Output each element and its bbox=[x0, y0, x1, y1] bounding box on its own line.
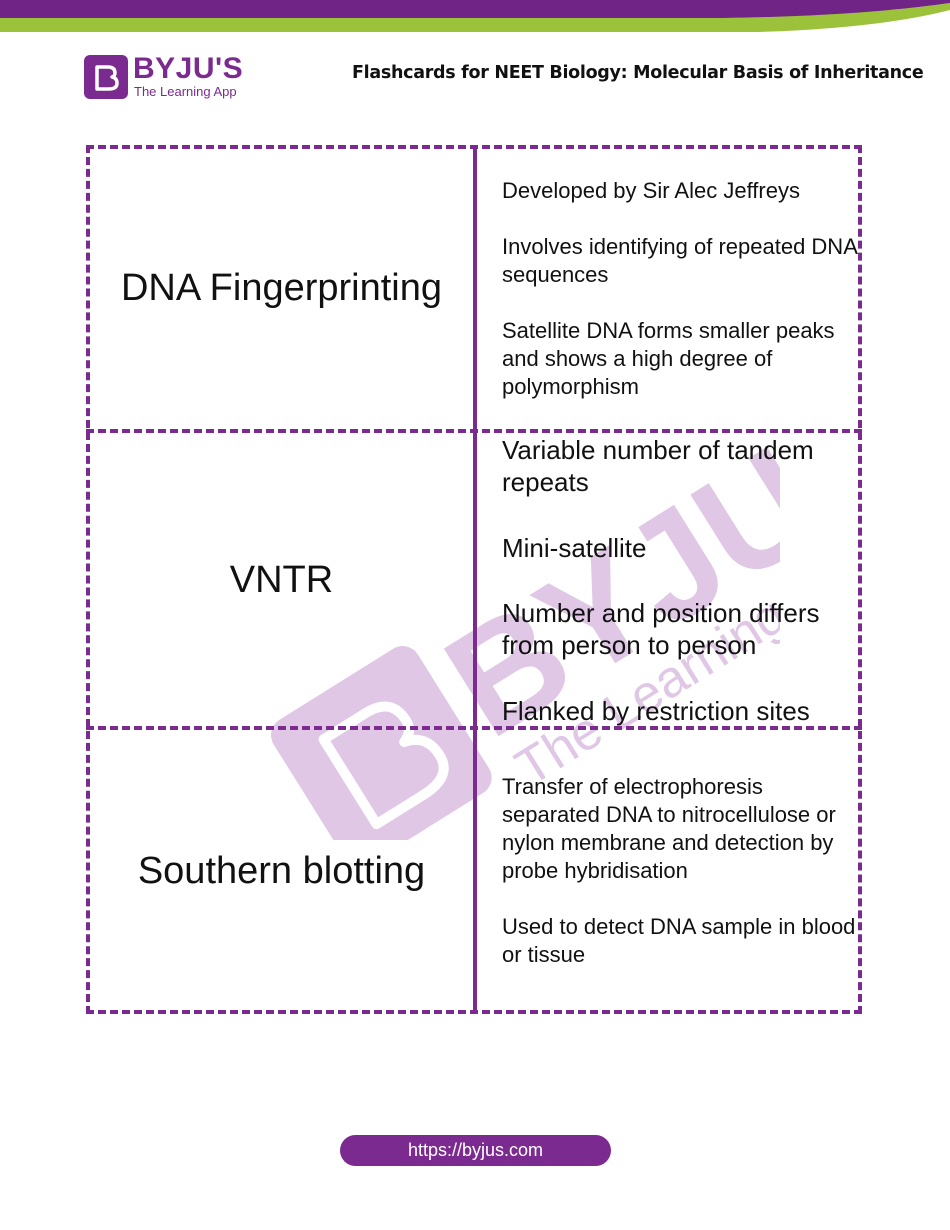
definition-point: Used to detect DNA sample in blood or ti… bbox=[502, 914, 856, 967]
card-definition: Transfer of electrophoresis separated DN… bbox=[502, 773, 862, 969]
byjus-logo[interactable]: BYJU'S The Learning App bbox=[84, 52, 254, 103]
definition-point: Satellite DNA forms smaller peaks and sh… bbox=[502, 318, 835, 399]
header-bands bbox=[0, 0, 950, 40]
definition-point: Involves identifying of repeated DNA seq… bbox=[502, 234, 857, 287]
column-divider bbox=[473, 145, 477, 1014]
card-definition: Variable number of tandem repeats Mini-s… bbox=[502, 434, 862, 727]
page-title: Flashcards for NEET Biology: Molecular B… bbox=[352, 63, 924, 83]
card-term: Southern blotting bbox=[137, 850, 426, 892]
definition-point: Variable number of tandem repeats bbox=[502, 435, 814, 497]
logo-brand-text: BYJU'S bbox=[133, 52, 244, 85]
definition-point: Flanked by restriction sites bbox=[502, 696, 810, 726]
definition-point: Mini-satellite bbox=[502, 533, 647, 563]
card-term: DNA Fingerprinting bbox=[120, 267, 443, 309]
row-divider bbox=[86, 429, 862, 433]
footer-url-link[interactable]: https://byjus.com bbox=[340, 1135, 611, 1166]
definition-point: Transfer of electrophoresis separated DN… bbox=[502, 774, 836, 883]
card-term: VNTR bbox=[229, 559, 334, 601]
row-divider bbox=[86, 726, 862, 730]
logo-mark-icon bbox=[84, 55, 128, 99]
card-definition: Developed by Sir Alec Jeffreys Involves … bbox=[502, 177, 862, 401]
definition-point: Developed by Sir Alec Jeffreys bbox=[502, 178, 800, 203]
definition-point: Number and position differs from person … bbox=[502, 598, 820, 660]
logo-tagline: The Learning App bbox=[134, 84, 237, 99]
